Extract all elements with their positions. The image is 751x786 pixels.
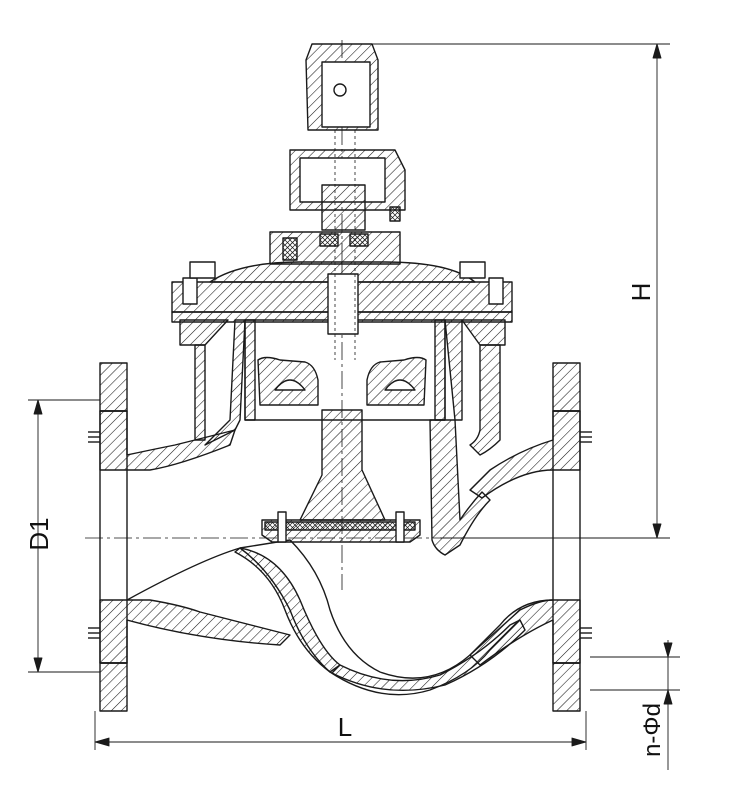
bonnet [171, 261, 513, 335]
dimension-label-d1: D1 [24, 517, 54, 550]
dimension-lines [28, 43, 680, 770]
left-flange [88, 362, 291, 712]
dimension-label-h: H [626, 283, 656, 302]
pilot-actuator [269, 43, 406, 360]
dimension-label-bolt-holes: n-Φd [639, 703, 666, 757]
dimension-label-l: L [338, 712, 352, 742]
valve-body [126, 319, 554, 696]
valve-disc [261, 409, 421, 543]
piston-chamber [244, 319, 446, 421]
